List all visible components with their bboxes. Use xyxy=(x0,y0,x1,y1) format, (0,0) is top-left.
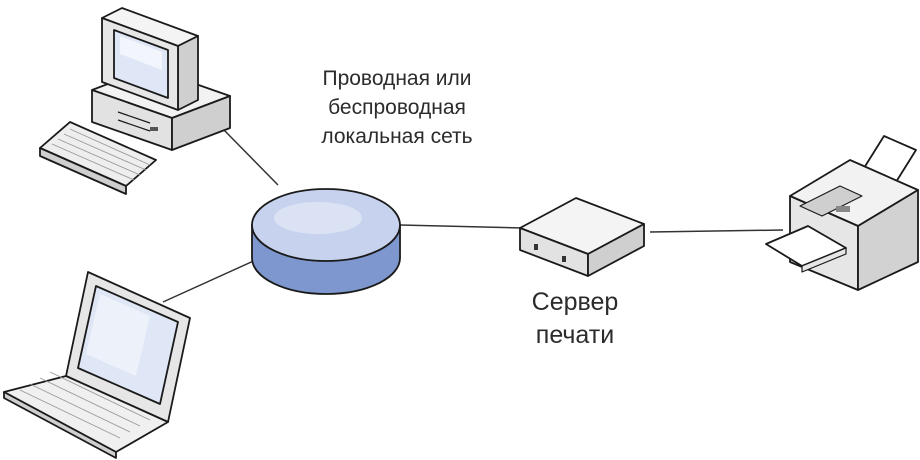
line-desktop-hub xyxy=(221,127,279,186)
network-label-line-3: локальная сеть xyxy=(321,125,473,148)
network-hub-icon xyxy=(251,188,401,295)
laptop-icon xyxy=(3,271,191,459)
line-hub-server xyxy=(399,224,523,229)
print-server-label: Сервер печати xyxy=(500,286,650,352)
network-label-line-2: беспроводная xyxy=(328,96,466,119)
network-label: Проводная или беспроводная локальная сет… xyxy=(282,64,512,151)
printer-icon xyxy=(765,135,919,291)
network-label-line-1: Проводная или xyxy=(322,67,472,90)
line-server-printer xyxy=(649,229,784,233)
connection-lines xyxy=(162,127,784,303)
desktop-computer-icon xyxy=(39,7,231,195)
line-laptop-hub xyxy=(162,257,261,303)
print-server-label-line-2: печати xyxy=(535,321,615,349)
print-server-label-line-1: Сервер xyxy=(531,288,619,316)
print-server-icon xyxy=(519,197,645,277)
